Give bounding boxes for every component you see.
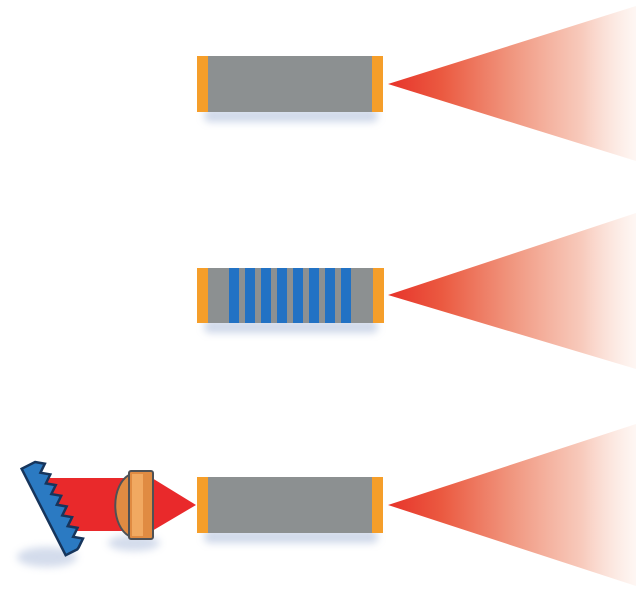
bragg-stripe xyxy=(245,268,255,323)
row-grating-stabilized-laser-diode xyxy=(197,213,636,369)
front-facet-coating xyxy=(372,56,383,112)
laser-diode-chip xyxy=(197,268,384,323)
bragg-stripe xyxy=(277,268,287,323)
output-beam-icon xyxy=(388,213,636,369)
bragg-stripe xyxy=(293,268,303,323)
front-facet-coating xyxy=(373,268,384,323)
rear-facet-coating xyxy=(197,268,208,323)
diode-drop-shadow xyxy=(204,320,378,333)
row-plain-laser-diode xyxy=(197,6,636,161)
bragg-stripe xyxy=(325,268,335,323)
lens-highlight xyxy=(132,474,143,536)
rear-facet-coating xyxy=(197,477,208,533)
diode-drop-shadow xyxy=(204,530,378,543)
collimating-lens-icon xyxy=(114,470,154,540)
row-external-cavity-laser-diode xyxy=(17,424,636,586)
grating-sawtooth-shape xyxy=(19,460,85,557)
laser-diode-chip xyxy=(197,477,383,533)
grating-drop-shadow xyxy=(17,547,77,567)
bragg-stripe xyxy=(261,268,271,323)
diode-drop-shadow xyxy=(204,109,378,122)
output-beam-icon xyxy=(388,6,636,161)
laser-diode-chip xyxy=(197,56,383,112)
front-facet-coating xyxy=(372,477,383,533)
bragg-stripe xyxy=(309,268,319,323)
bragg-grating-stripes xyxy=(229,268,351,323)
output-beam-icon xyxy=(388,424,636,586)
diffraction-grating-icon xyxy=(19,460,85,557)
bragg-stripe xyxy=(229,268,239,323)
bragg-stripe xyxy=(341,268,351,323)
rear-facet-coating xyxy=(197,56,208,112)
